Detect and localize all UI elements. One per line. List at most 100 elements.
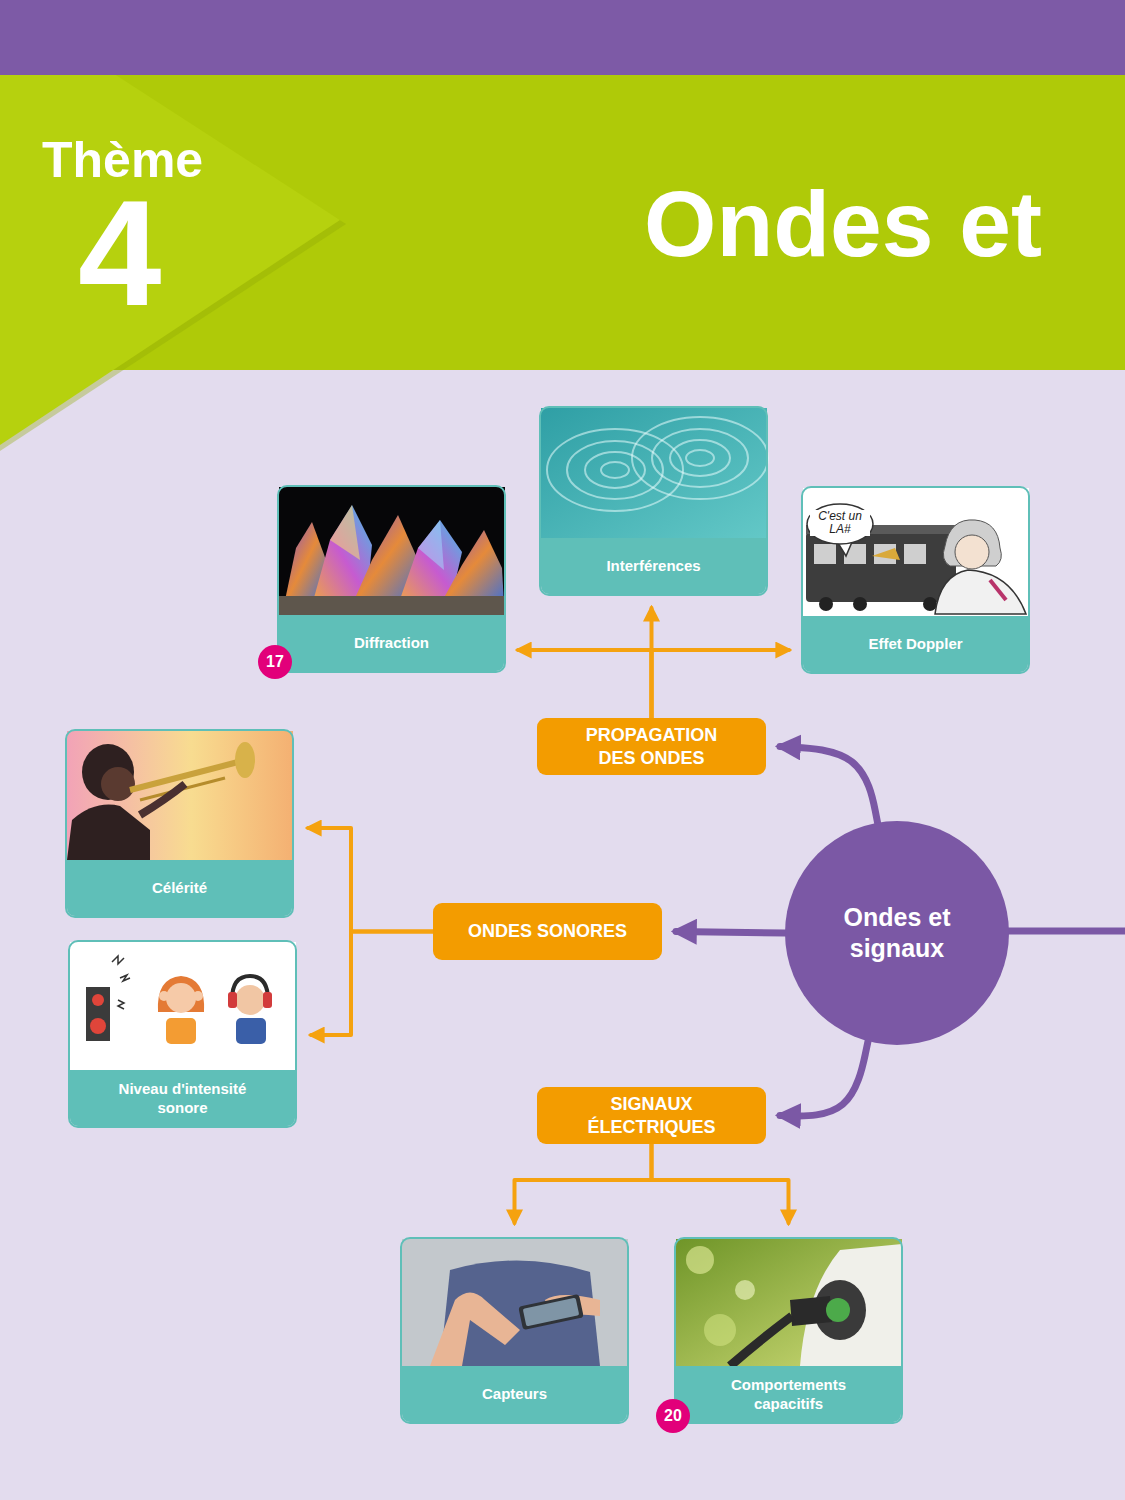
- card-caption: Effet Doppler: [803, 616, 1028, 672]
- speech-bubble-text: C'est un LA#: [810, 510, 870, 536]
- trumpet-picture-part: [67, 731, 293, 860]
- sound-level-picture-part: [232, 976, 268, 1000]
- diffraction-picture-part: [418, 520, 444, 570]
- sound-level-picture-part: [86, 987, 110, 1041]
- sound-level-picture-part: [166, 983, 196, 1013]
- sound-level-picture-part: [159, 991, 169, 1001]
- picture-area: [279, 487, 504, 615]
- picture-area: [70, 942, 295, 1070]
- connector-arrow: [780, 1041, 868, 1116]
- header: [0, 0, 1125, 451]
- category-box: PROPAGATION DES ONDES: [537, 718, 766, 775]
- picture-area: [676, 1239, 901, 1366]
- connector-arrow: [652, 650, 790, 718]
- capacitor-picture: [676, 1239, 902, 1366]
- diffraction-picture-part: [330, 505, 360, 560]
- hub-text: Ondes et signaux: [822, 902, 972, 965]
- sound-level-picture-part: [193, 991, 203, 1001]
- diffraction-picture: [279, 487, 505, 615]
- sound-level-picture-part: [235, 985, 265, 1015]
- card-caption: Interférences: [541, 538, 766, 594]
- interference-picture-part-part: [547, 429, 683, 511]
- connector-arrow: [515, 1144, 652, 1223]
- sensor-picture-part: [430, 1293, 520, 1367]
- capacitor-picture-part: [826, 1298, 850, 1322]
- sensor-picture-part: [518, 1294, 584, 1330]
- doppler-picture-part: [935, 570, 1026, 614]
- sound-level-picture-part: [112, 956, 130, 1009]
- trumpet-picture-part: [235, 742, 255, 778]
- connector-arrow: [652, 1144, 789, 1223]
- theme-number: 4: [78, 178, 161, 328]
- category-text: SIGNAUX ÉLECTRIQUES: [569, 1093, 734, 1138]
- card-caption: Comportements capacitifs: [676, 1366, 901, 1422]
- image-card: Comportements capacitifs: [674, 1237, 903, 1424]
- image-card: Capteurs: [400, 1237, 629, 1424]
- category-box: ONDES SONORES: [433, 903, 662, 960]
- picture-area: [402, 1239, 627, 1366]
- image-card: Diffraction: [277, 485, 506, 673]
- interference-picture-part-part: [686, 450, 714, 466]
- sound-level-picture-part: [228, 992, 237, 1008]
- image-card: Interférences: [539, 406, 768, 596]
- doppler-picture-part: [814, 544, 836, 564]
- category-text: PROPAGATION DES ONDES: [569, 724, 734, 769]
- image-card: Niveau d'intensité sonore: [68, 940, 297, 1128]
- card-caption: Diffraction: [279, 615, 504, 671]
- interference-picture-part: [547, 417, 768, 511]
- image-card: Célérité: [65, 729, 294, 918]
- connector-arrow: [676, 932, 785, 934]
- doppler-picture-part: [819, 597, 833, 611]
- doppler-picture-part: [990, 580, 1006, 600]
- page-title: Ondes et: [644, 178, 1042, 271]
- doppler-picture-part: [872, 548, 900, 560]
- interference-picture-part-part: [567, 441, 663, 499]
- interference-picture-part-part: [601, 462, 629, 478]
- trumpet-picture-part: [140, 784, 185, 815]
- hub-circle: Ondes et signaux: [785, 821, 1009, 1045]
- sound-level-picture-part: [263, 992, 272, 1008]
- interference-picture-part-part: [652, 429, 748, 487]
- diffraction-picture-part: [440, 530, 504, 605]
- sound-level-picture-part: [166, 1018, 196, 1044]
- sensor-picture-part: [523, 1298, 580, 1327]
- header-part: [0, 0, 1125, 75]
- callout-number: 17: [258, 645, 292, 679]
- picture-area: [67, 731, 292, 860]
- capacitor-picture-part: [730, 1316, 792, 1366]
- doppler-picture-part: [955, 535, 989, 569]
- sound-level-picture-part: [70, 942, 296, 1070]
- interference-picture-part-part: [585, 452, 645, 488]
- doppler-picture-part: [923, 597, 937, 611]
- connector-arrow: [518, 650, 652, 718]
- capacitor-picture-part: [676, 1239, 902, 1366]
- diffraction-picture-part: [279, 596, 505, 615]
- diffraction-picture-part: [279, 487, 505, 615]
- callout-number: 20: [656, 1399, 690, 1433]
- card-caption: Célérité: [67, 860, 292, 916]
- sensor-picture: [402, 1239, 628, 1366]
- doppler-picture: [803, 488, 1029, 616]
- doppler-picture-part: [803, 488, 1029, 616]
- capacitor-picture-part: [790, 1296, 832, 1326]
- picture-area: [803, 488, 1028, 616]
- capacitor-picture-part: [686, 1246, 714, 1274]
- card-caption: Niveau d'intensité sonore: [70, 1070, 295, 1126]
- picture-area: [541, 408, 766, 538]
- connector-arrow: [311, 932, 433, 1036]
- sound-level-picture-part: [90, 1018, 106, 1034]
- category-box: SIGNAUX ÉLECTRIQUES: [537, 1087, 766, 1144]
- interference-picture-part: [541, 408, 767, 538]
- connector-arrow: [308, 828, 433, 932]
- category-text: ONDES SONORES: [468, 920, 627, 943]
- sound-level-picture-part: [158, 976, 204, 1012]
- sound-level-picture: [70, 942, 296, 1070]
- sound-level-picture-part: [92, 994, 104, 1006]
- doppler-picture-part: [853, 597, 867, 611]
- sound-level-picture-part: [236, 1018, 266, 1044]
- capacitor-picture-part: [704, 1314, 736, 1346]
- interference-picture-part-part: [632, 417, 768, 499]
- trumpet-picture-part: [82, 744, 134, 800]
- sensor-picture-part: [402, 1239, 628, 1366]
